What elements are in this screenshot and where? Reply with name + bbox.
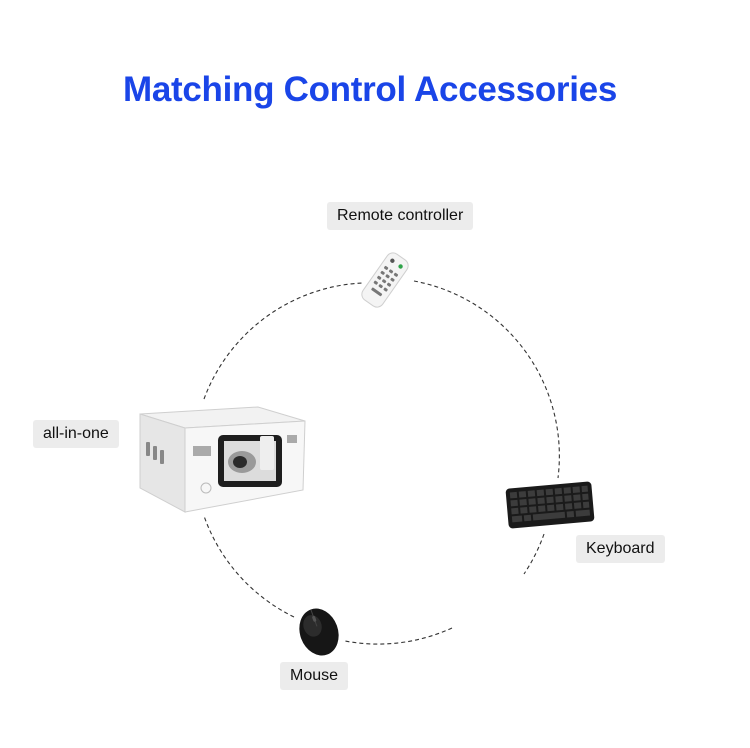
keyboard-label: Keyboard (576, 535, 665, 563)
ring-arc-top-left (203, 282, 363, 400)
dashed-ring (203, 280, 560, 645)
mouse-icon (299, 608, 339, 656)
mouse-label: Mouse (280, 662, 349, 690)
projector-box-icon (139, 406, 306, 513)
ring-arc-bottom (344, 627, 453, 645)
remote-controller-label: Remote controller (327, 202, 474, 230)
ring-arc-bottom-left (203, 515, 295, 618)
ring-arc-top-right (413, 280, 560, 479)
remote-controller-icon (361, 252, 409, 308)
keyboard-icon (505, 481, 595, 529)
all-in-one-label: all-in-one (33, 420, 119, 448)
page-title: Matching Control Accessories (122, 70, 618, 109)
ring-arc-bottom-right (523, 533, 545, 575)
